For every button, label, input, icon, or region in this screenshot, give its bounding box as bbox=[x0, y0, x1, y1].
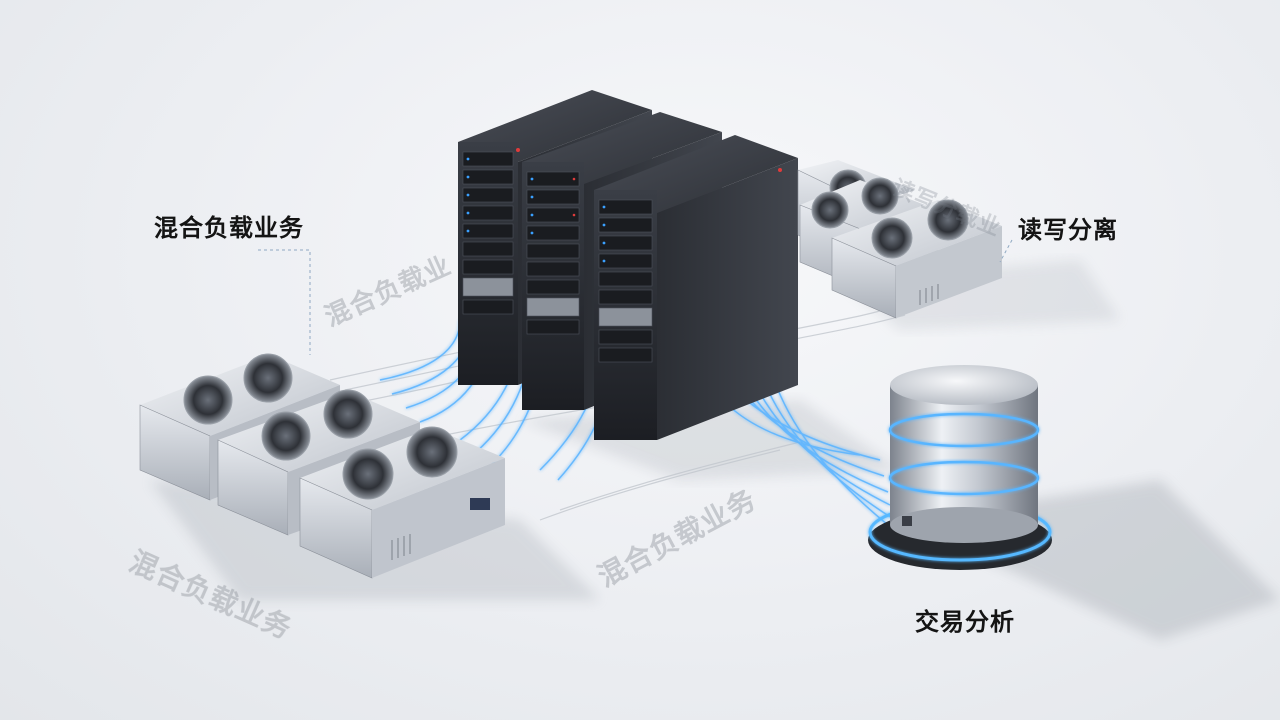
label-transaction-analysis: 交易分析 bbox=[915, 608, 1015, 636]
label-mixed-workload: 混合负载业务 bbox=[154, 214, 304, 242]
leader-lines bbox=[258, 239, 1013, 355]
server-unit-right-3 bbox=[831, 199, 1002, 319]
database-cylinder bbox=[868, 365, 1052, 570]
label-read-write-split: 读写分离 bbox=[1018, 216, 1118, 244]
rack-server-3 bbox=[594, 135, 798, 440]
server-unit-left-3 bbox=[299, 426, 505, 579]
